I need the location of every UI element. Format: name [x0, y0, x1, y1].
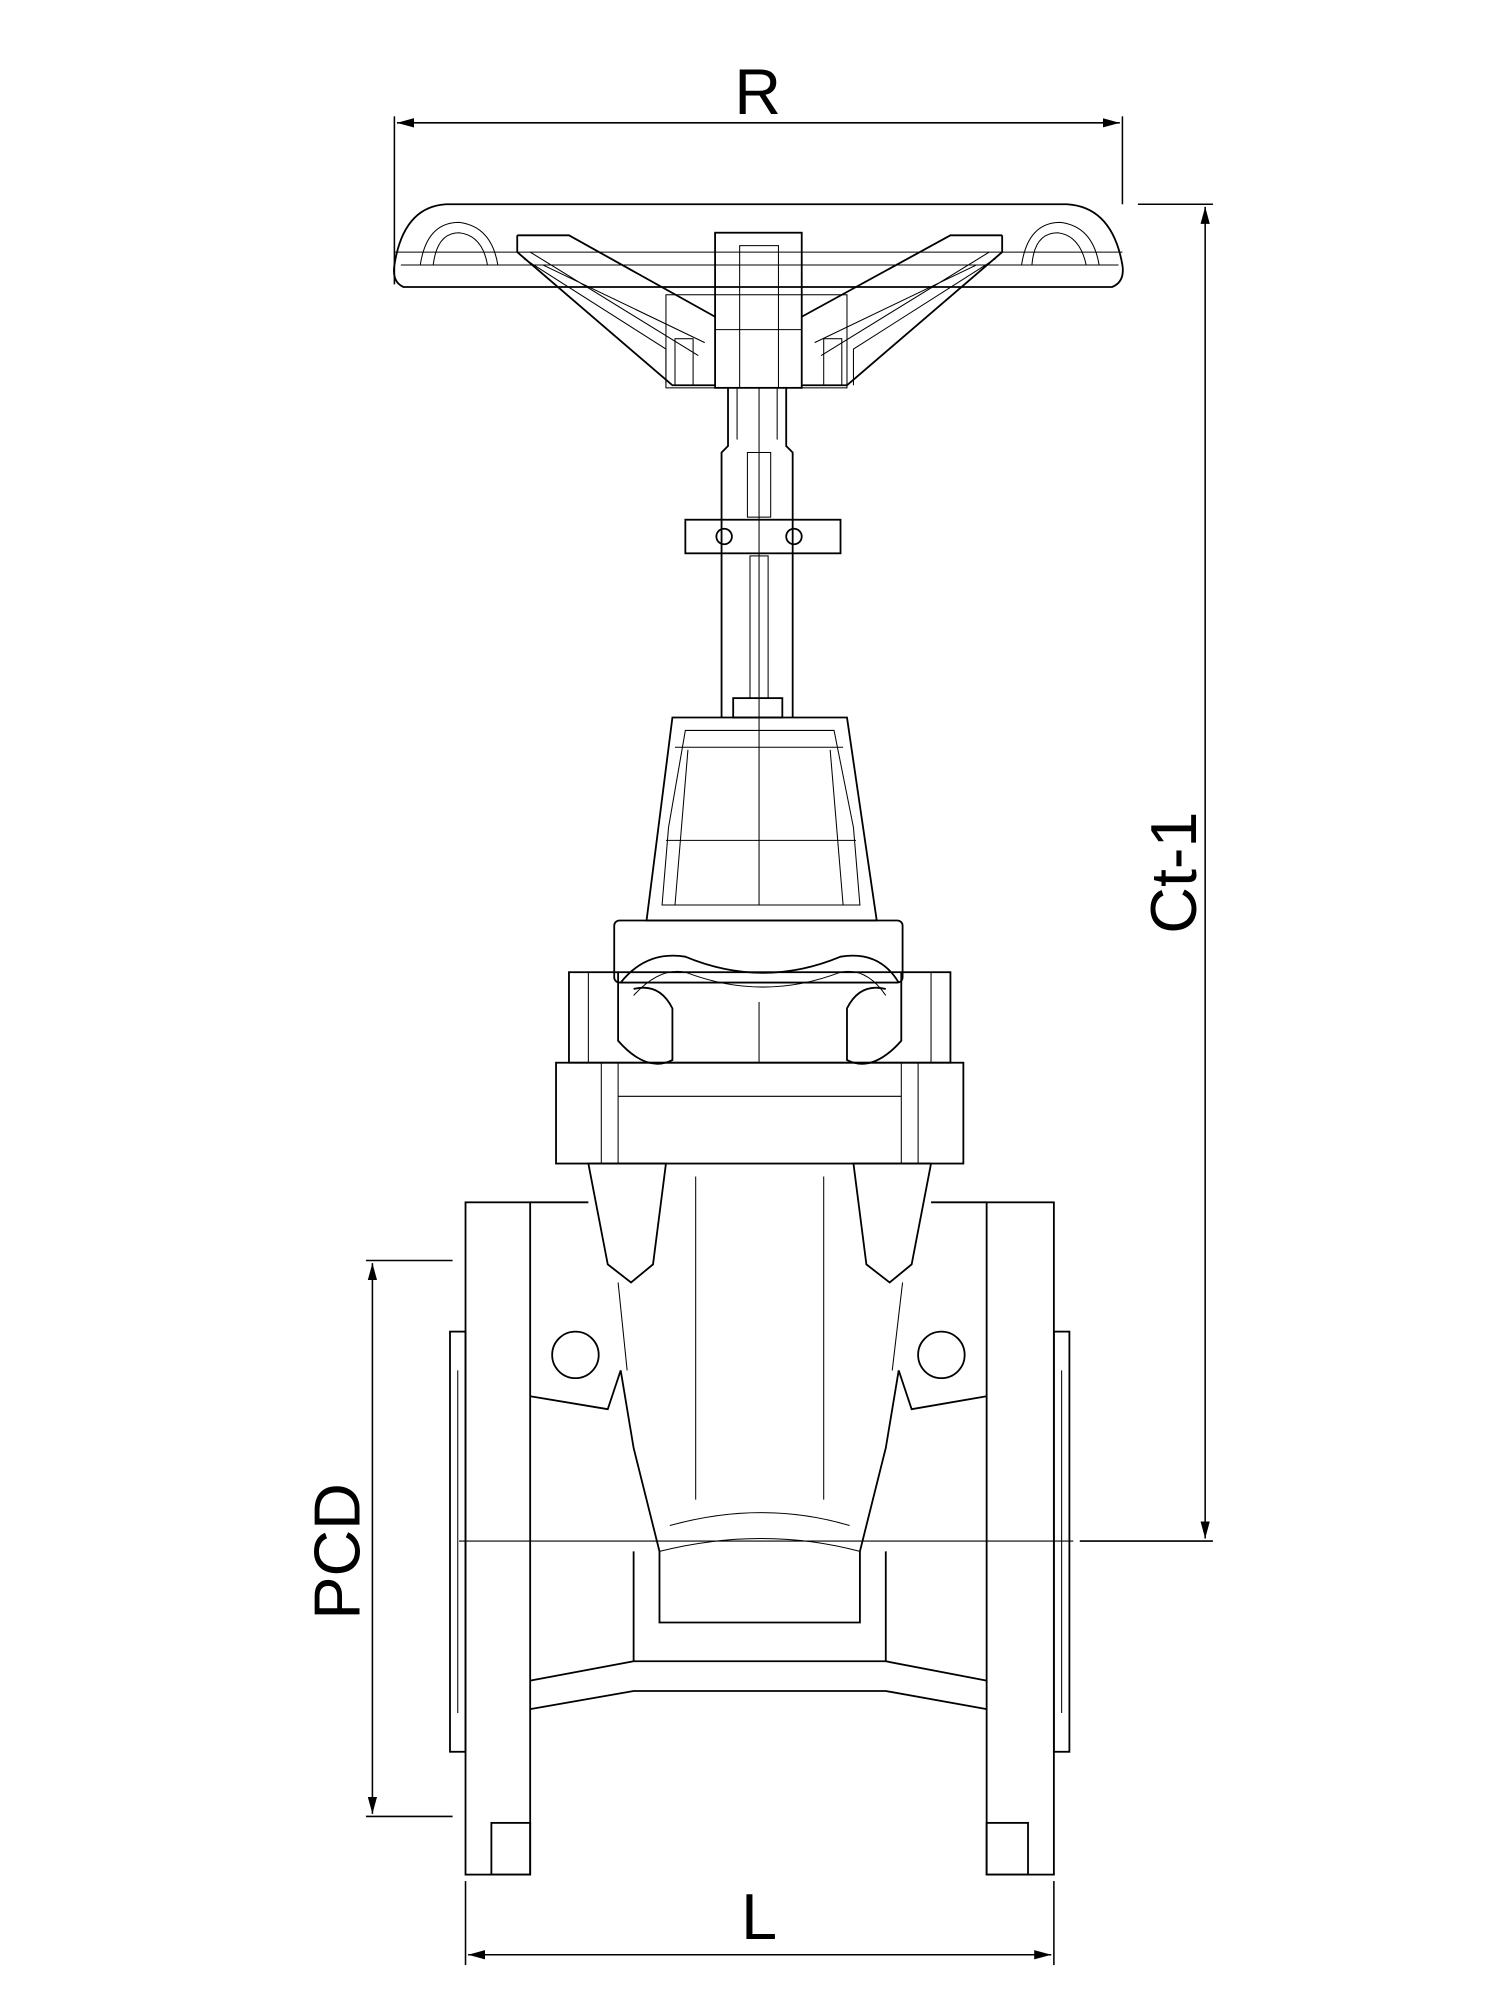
label-ct1: Ct-1: [1137, 812, 1210, 934]
bonnet: [613, 716, 904, 984]
spoke-right: [801, 234, 1004, 387]
label-pcd: PCD: [300, 1483, 373, 1619]
dimension-r: R: [393, 55, 1124, 285]
handwheel: [393, 203, 1124, 389]
right-raised-face: [1052, 1330, 1071, 1753]
valve-body-top: [555, 954, 965, 1165]
stem-clamp: [684, 518, 842, 555]
left-raised-face: [449, 1330, 467, 1753]
stem-nut: [732, 697, 784, 719]
dimension-pcd: PCD: [300, 1259, 453, 1818]
bolt-hole: [917, 1330, 966, 1380]
spoke-left: [516, 234, 716, 387]
right-foot: [985, 1821, 1029, 1876]
stem: [684, 387, 842, 905]
right-lug: [852, 1162, 933, 1284]
left-foot: [490, 1821, 532, 1876]
clamp-hole: [715, 527, 733, 546]
dimension-l: L: [464, 1880, 1055, 1966]
valve-body: [449, 1162, 1074, 1876]
handwheel-hub: [714, 231, 803, 389]
left-lug: [587, 1162, 667, 1284]
label-l: L: [741, 1880, 777, 1953]
clamp-hole: [785, 527, 803, 546]
bolt-hole: [551, 1330, 600, 1380]
bonnet-flange: [613, 919, 904, 984]
left-flange: [464, 1201, 532, 1876]
label-r: R: [734, 55, 781, 128]
dimension-ct1: Ct-1: [1079, 203, 1213, 1542]
right-flange: [985, 1201, 1055, 1876]
